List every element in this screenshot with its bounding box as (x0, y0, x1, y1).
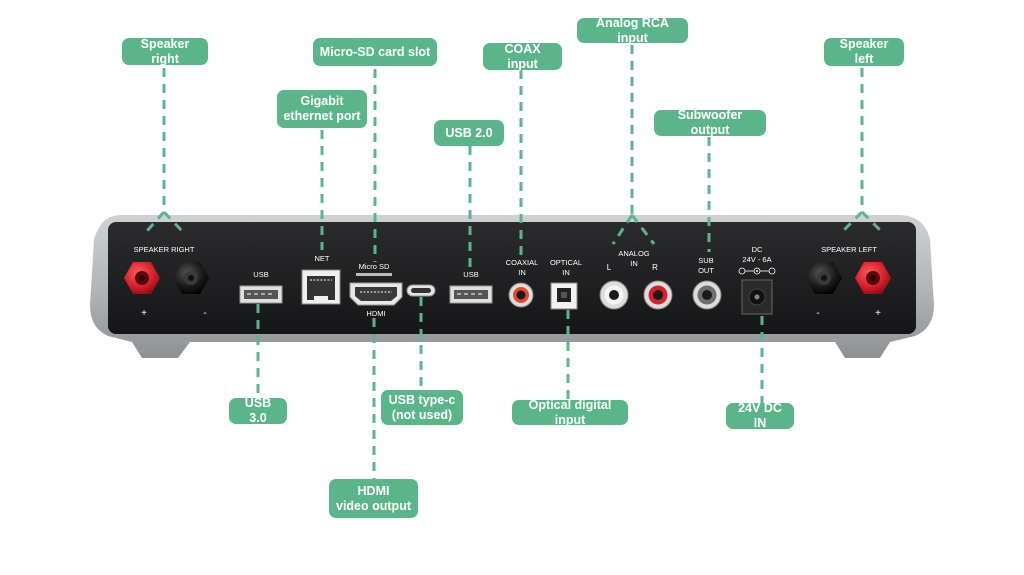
callout-subwoofer-output: Subwoofer output (654, 108, 766, 137)
label-analog-left: L (607, 263, 612, 272)
label-speaker-left: SPEAKER LEFT (821, 245, 877, 254)
usb-c-port (406, 284, 436, 297)
label-hdmi: HDMI (366, 309, 385, 318)
label-speaker-left-plus: + (875, 308, 881, 319)
label-analog-2: IN (630, 259, 638, 268)
label-usb3: USB (253, 270, 268, 279)
speaker-right-terminals (124, 262, 209, 294)
label-analog-1: ANALOG (618, 249, 649, 258)
label-speaker-right: SPEAKER RIGHT (134, 245, 195, 254)
label-sub-1: SUB (698, 256, 713, 265)
coaxial-jack (508, 282, 534, 308)
speaker-left-terminals (806, 262, 891, 294)
callout-analog-rca-input: Analog RCA input (577, 16, 688, 45)
ethernet-port (301, 269, 341, 305)
label-dc-1: DC (752, 245, 763, 254)
dc-in-jack (738, 267, 776, 315)
callout-gigabit-ethernet: Gigabit ethernet port (277, 90, 367, 128)
callout-optical-digital-input: Optical digital input (512, 398, 628, 427)
callout-hdmi-video-output: HDMI video output (329, 479, 418, 518)
callout-dc-in: 24V DC IN (726, 401, 794, 430)
label-net: NET (315, 254, 330, 263)
callout-usb-type-c: USB type-c (not used) (381, 390, 463, 425)
dc-polarity-icon (738, 267, 776, 275)
analog-left-jack (599, 280, 629, 310)
label-sub-2: OUT (698, 266, 714, 275)
callout-micro-sd-slot: Micro-SD card slot (313, 38, 437, 66)
callout-coax-input: COAX input (483, 42, 562, 71)
label-analog-right: R (652, 263, 658, 272)
label-speaker-right-minus: - (203, 308, 206, 319)
microsd-slot (356, 273, 392, 276)
analog-right-jack (643, 280, 673, 310)
label-optical-2: IN (562, 268, 570, 277)
callout-speaker-left: Speaker left (824, 37, 904, 66)
label-coaxial-1: COAXIAL (506, 258, 539, 267)
usb2-port (449, 285, 493, 304)
label-usb2: USB (463, 270, 478, 279)
label-dc-2: 24V - 6A (742, 255, 771, 264)
label-speaker-right-plus: + (141, 308, 147, 319)
label-micro-sd: Micro SD (359, 262, 390, 271)
label-coaxial-2: IN (518, 268, 526, 277)
hdmi-port (349, 282, 403, 306)
callout-usb-3: USB 3.0 (229, 396, 287, 425)
callout-speaker-right: Speaker right (122, 37, 208, 66)
panel-labels: SPEAKER RIGHT + - USB NET Micro SD HDMI … (134, 245, 882, 319)
callout-usb-2: USB 2.0 (434, 120, 504, 146)
label-speaker-left-minus: - (816, 308, 819, 319)
usb3-port (239, 285, 283, 304)
label-optical-1: OPTICAL (550, 258, 582, 267)
sub-out-jack (692, 280, 722, 310)
optical-jack (550, 282, 578, 310)
